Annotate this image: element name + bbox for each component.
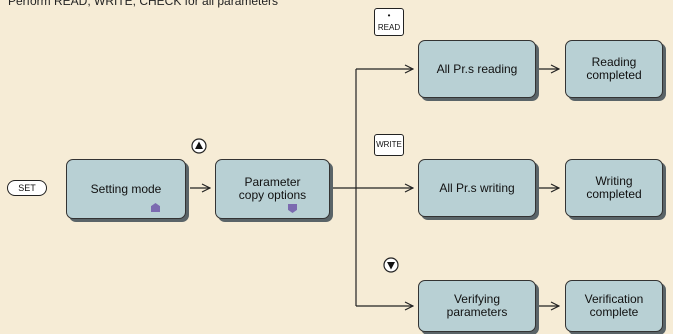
all-reading-box[interactable]: All Pr.s reading <box>418 40 536 98</box>
verification-complete-box[interactable]: Verification complete <box>565 280 663 332</box>
setting-mode-label: Setting mode <box>90 181 162 196</box>
diagram-caption: Perform READ, WRITE, CHECK for all param… <box>8 0 279 8</box>
reading-completed-label: Reading completed <box>586 55 642 82</box>
verifying-box[interactable]: Verifying parameters <box>418 280 536 332</box>
write-key[interactable]: WRITE <box>374 134 404 156</box>
read-key[interactable]: • READ <box>374 8 404 36</box>
all-writing-label: All Pr.s writing <box>439 180 515 195</box>
verifying-label: Verifying parameters <box>446 292 508 319</box>
read-key-dot: • <box>387 11 391 20</box>
house-marker-icon <box>151 203 160 212</box>
setting-mode-box[interactable]: Setting mode <box>66 159 186 219</box>
write-key-label: WRITE <box>376 140 402 149</box>
set-key[interactable]: SET <box>7 180 47 196</box>
parameter-copy-box[interactable]: Parameter copy options <box>215 159 330 219</box>
shield-marker-icon <box>288 204 297 213</box>
set-key-label: SET <box>18 183 36 193</box>
writing-completed-label: Writing completed <box>586 174 642 201</box>
reading-completed-box[interactable]: Reading completed <box>565 40 663 98</box>
writing-completed-box[interactable]: Writing completed <box>565 159 663 217</box>
all-reading-label: All Pr.s reading <box>436 61 518 76</box>
read-key-label: READ <box>377 23 401 32</box>
parameter-copy-label: Parameter copy options <box>238 175 307 202</box>
up-triangle-button-icon[interactable] <box>191 138 207 154</box>
verification-complete-label: Verification complete <box>584 292 644 319</box>
all-writing-box[interactable]: All Pr.s writing <box>418 159 536 217</box>
down-triangle-button-icon[interactable] <box>383 257 399 273</box>
